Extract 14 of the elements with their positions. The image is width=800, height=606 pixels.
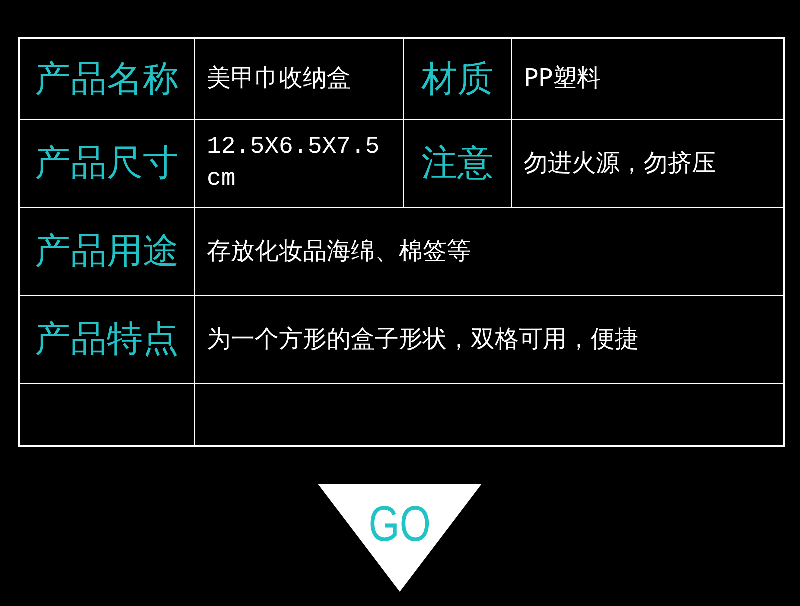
- field-label: 产品名称: [35, 58, 179, 102]
- field-value: 为一个方形的盒子形状，双格可用，便捷: [207, 324, 639, 355]
- field-value: 存放化妆品海绵、棉签等: [207, 236, 471, 267]
- field-value: 美甲巾收纳盒: [207, 63, 351, 94]
- field-value: PP塑料: [524, 63, 601, 94]
- field-value: 12.5X6.5X7.5 cm: [207, 133, 381, 194]
- triangle-arrow: [318, 484, 482, 592]
- field-label: 材质: [422, 58, 494, 102]
- field-label: 注意: [422, 142, 494, 186]
- field-label: 产品用途: [35, 230, 179, 274]
- field-value: 勿进火源，勿挤压: [524, 148, 716, 179]
- field-label: 产品特点: [35, 318, 179, 362]
- go-label: GO: [368, 495, 432, 554]
- field-label: 产品尺寸: [35, 142, 179, 186]
